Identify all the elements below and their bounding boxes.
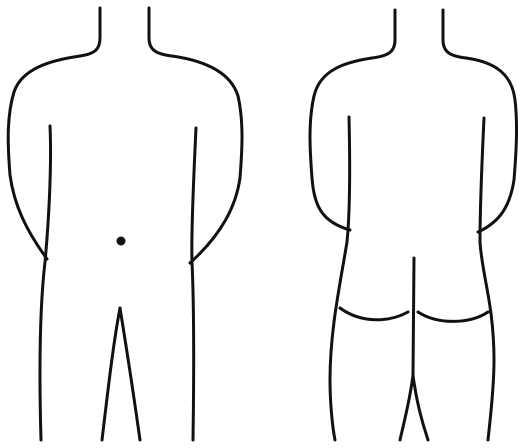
back-view-figure bbox=[310, 10, 517, 440]
back-torso-left bbox=[330, 117, 350, 440]
back-torso-right bbox=[480, 118, 494, 440]
front-neck-right bbox=[149, 8, 172, 56]
back-spine-line bbox=[413, 258, 414, 375]
front-inner-leg-right bbox=[120, 308, 140, 440]
back-buttock-crease-right bbox=[418, 312, 488, 321]
front-torso-right bbox=[192, 128, 196, 440]
front-left-shoulder-arm bbox=[8, 56, 80, 259]
back-neck-right bbox=[443, 10, 466, 58]
front-inner-leg-left bbox=[102, 308, 120, 440]
front-view-figure bbox=[8, 8, 242, 440]
back-left-shoulder-arm bbox=[310, 58, 372, 230]
front-navel-dot bbox=[117, 237, 126, 246]
back-inner-leg-right bbox=[413, 375, 428, 440]
back-right-shoulder-arm bbox=[466, 58, 517, 232]
back-buttock-crease-left bbox=[340, 308, 408, 320]
front-torso-left bbox=[40, 126, 51, 440]
front-right-shoulder-arm bbox=[172, 56, 242, 263]
back-neck-left bbox=[372, 10, 395, 58]
front-neck-left bbox=[80, 8, 100, 56]
back-inner-leg-left bbox=[400, 375, 413, 440]
